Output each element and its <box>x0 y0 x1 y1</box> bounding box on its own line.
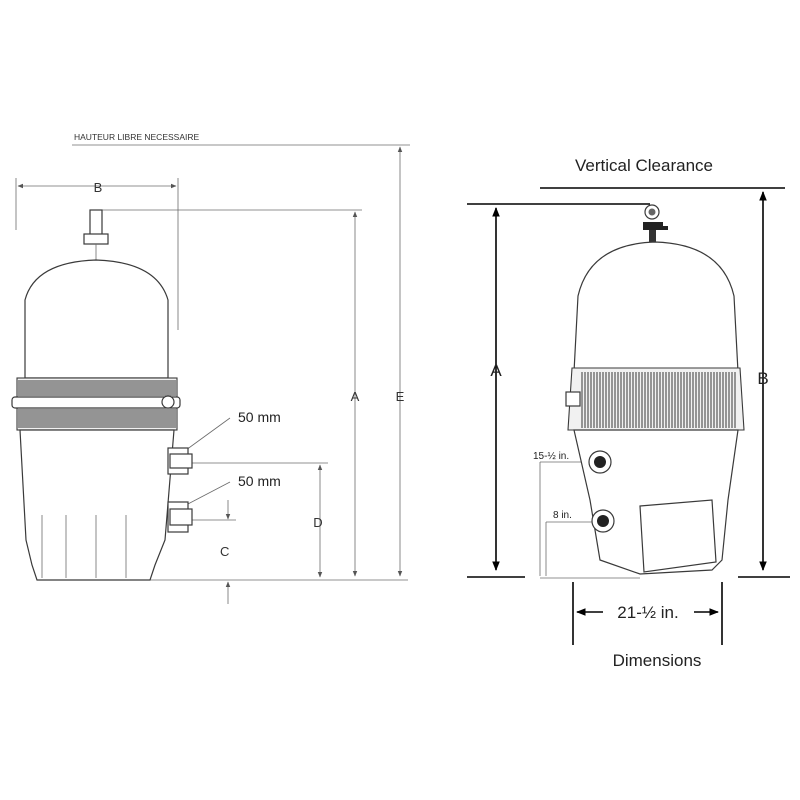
vent-cap <box>83 233 109 245</box>
clearance-note-label: HAUTEUR LIBRE NECESSAIRE <box>74 132 199 142</box>
dim-b-label: B <box>94 180 103 195</box>
lower-port-center <box>597 515 609 527</box>
dim-e-label: E <box>396 389 405 404</box>
valve-handle-icon <box>660 226 668 230</box>
width-label: 21-½ in. <box>617 603 678 622</box>
right-clamp-band-grille <box>581 372 736 428</box>
dim-d-label: D <box>313 515 322 530</box>
air-relief-valve <box>643 222 663 230</box>
right-upper-port-label: 15-½ in. <box>533 451 569 462</box>
dim-c-label: C <box>220 544 229 559</box>
upper-port-leader <box>185 417 231 451</box>
tank-base-ribs <box>41 515 127 578</box>
lower-port-nut <box>169 508 193 526</box>
valve-stem <box>649 230 656 246</box>
left-filter-tank <box>11 209 193 581</box>
right-tank-dome <box>573 241 739 373</box>
upper-port-label: 50 mm <box>238 409 281 425</box>
vertical-clearance-title: Vertical Clearance <box>575 156 713 175</box>
pressure-gauge-face <box>648 208 656 216</box>
dim-a-label: A <box>351 389 360 404</box>
right-dim-a-label: A <box>490 361 502 380</box>
right-dim-b-label: B <box>757 369 768 388</box>
right-tank-base-skirt <box>639 499 717 573</box>
upper-port-nut <box>169 453 193 469</box>
clamp-knob-icon <box>161 395 175 409</box>
tank-lower-body <box>19 429 175 581</box>
lower-port-leader <box>185 481 231 506</box>
clamp-latch-icon <box>565 391 581 407</box>
clamp-ring <box>11 396 181 409</box>
left-filter-view: HAUTEUR LIBRE NECESSAIRE B A E D C 50 mm… <box>11 132 410 604</box>
right-lower-port-label: 8 in. <box>553 510 572 521</box>
clamp-band-grille <box>18 380 176 428</box>
lower-port-label: 50 mm <box>238 473 281 489</box>
tank-dome <box>24 259 169 379</box>
right-filter-view: Vertical Clearance A B 15-½ in. 8 in. 21… <box>467 156 790 670</box>
right-filter-tank <box>565 204 745 575</box>
dimensions-caption: Dimensions <box>613 651 702 670</box>
upper-port-center <box>594 456 606 468</box>
vent-stem <box>89 209 103 237</box>
